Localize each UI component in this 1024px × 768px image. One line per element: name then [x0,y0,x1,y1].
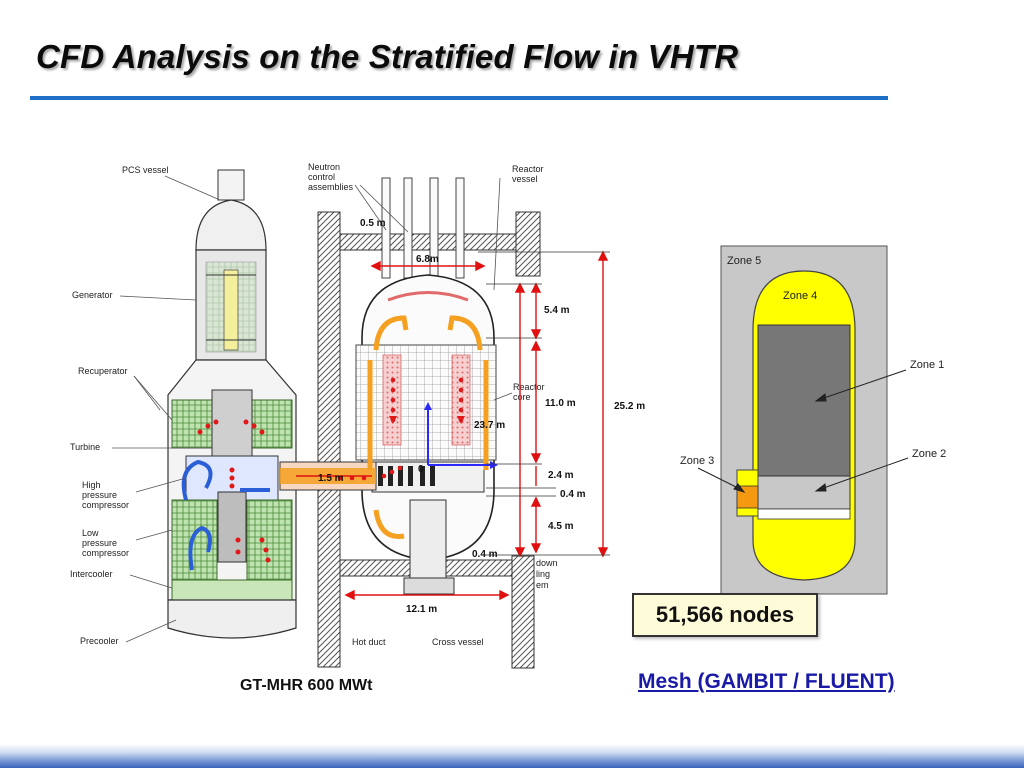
dim-0-4-right: 0.4 m [560,489,586,500]
mesh-caption: Mesh (GAMBIT / FLUENT) [638,670,895,693]
label-shutdown-3: em [536,580,549,590]
label-cross-vessel: Cross vessel [432,637,484,647]
pcs-vessel-drawing: PCS vessel Generator Recuperator Turbine… [70,165,297,646]
dim-6-8: 6.8m [416,254,439,265]
dim-11-0: 11.0 m [545,398,576,409]
label-generator: Generator [72,290,113,300]
label-lp-compressor-2: pressure [82,538,117,548]
title-underline [30,96,888,100]
dim-0-4-bottom: 0.4 m [472,549,498,560]
label-hp-compressor-1: High [82,480,101,490]
label-precooler: Precooler [80,636,119,646]
dim-4-5: 4.5 m [548,521,574,532]
label-neutron-3: assemblies [308,182,354,192]
label-neutron-1: Neutron [308,162,340,172]
label-reactor-vessel-2: vessel [512,174,538,184]
reactor-vessel-drawing: Neutron control assemblies Reactor vesse… [279,162,558,669]
gt-mhr-caption: GT-MHR 600 MWt [240,677,373,694]
label-recuperator: Recuperator [78,366,128,376]
label-hp-compressor-3: compressor [82,500,129,510]
label-zone2: Zone 2 [912,448,946,460]
footer-gradient-bar [0,744,1024,768]
label-zone1: Zone 1 [910,359,944,371]
label-neutron-2: control [308,172,335,182]
label-zone3: Zone 3 [680,455,714,467]
nodes-count-box: 51,566 nodes [632,593,818,637]
dim-2-4: 2.4 m [548,470,574,481]
dim-1-5: 1.5 m [318,473,344,484]
label-lp-compressor-3: compressor [82,548,129,558]
mesh-zone-diagram: Zone 5 Zone 4 Zone 1 Zone 2 Zone 3 [680,245,946,595]
label-zone4: Zone 4 [783,290,817,302]
dim-25-2: 25.2 m [614,401,645,412]
dim-0-5-top: 0.5 m [360,218,386,229]
label-zone5: Zone 5 [727,255,761,267]
label-reactor-vessel-1: Reactor [512,164,544,174]
label-reactor-core-2: core [513,392,531,402]
dim-12-1: 12.1 m [406,604,437,615]
label-intercooler: Intercooler [70,569,113,579]
label-hot-duct: Hot duct [352,637,386,647]
label-hp-compressor-2: pressure [82,490,117,500]
label-reactor-core-1: Reactor [513,382,545,392]
dim-5-4: 5.4 m [544,305,570,316]
label-lp-compressor-1: Low [82,528,99,538]
label-shutdown-2: ling [536,569,550,579]
label-shutdown-1: down [536,558,558,568]
origin-label: 0 [418,464,424,475]
dim-23-7: 23.7 m [474,420,505,431]
dimension-lines [296,250,609,601]
label-turbine: Turbine [70,442,100,452]
label-pcs-vessel: PCS vessel [122,165,169,175]
page-title: CFD Analysis on the Stratified Flow in V… [36,38,739,75]
